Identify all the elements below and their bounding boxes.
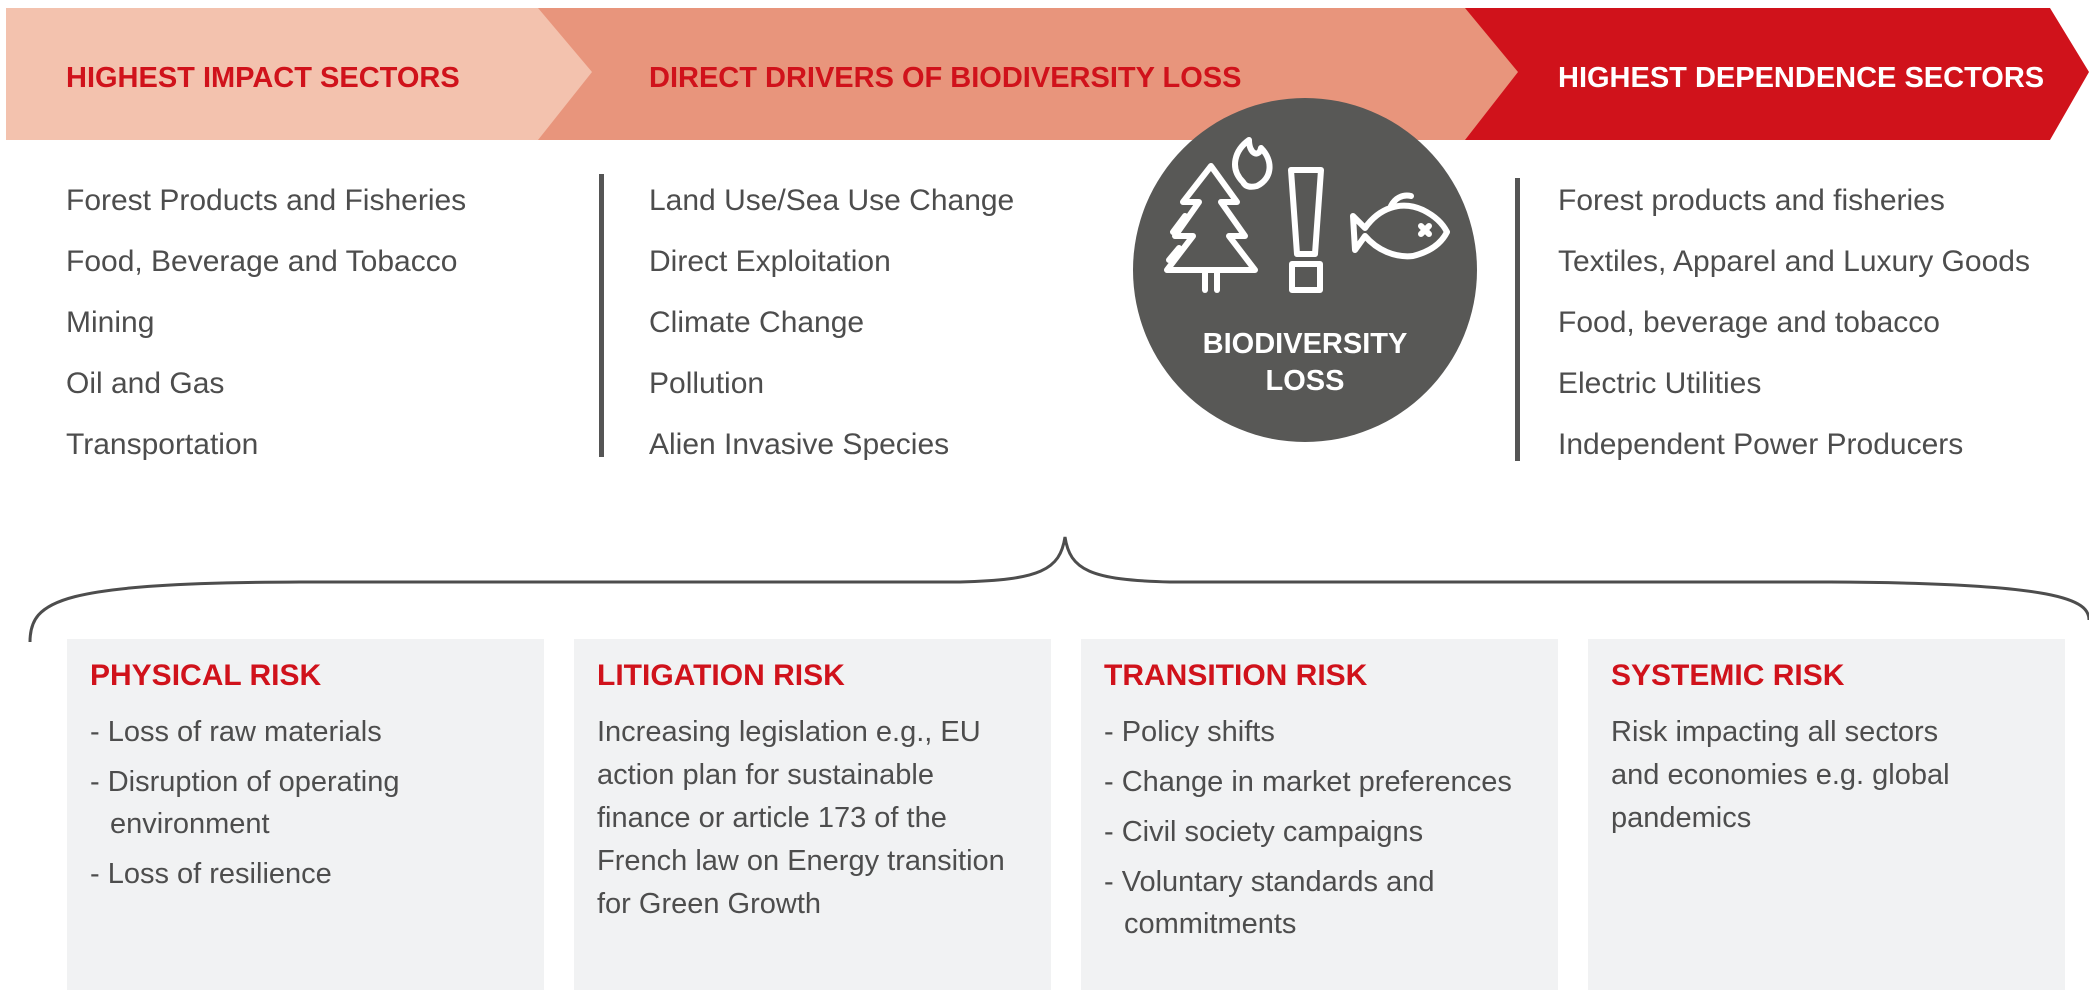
tree-icon xyxy=(1164,163,1258,293)
list-item: Voluntary standards and commitments xyxy=(1104,861,1544,945)
list-item: Civil society campaigns xyxy=(1104,811,1544,853)
list-item: Food, beverage and tobacco xyxy=(1558,306,1940,339)
direct-drivers-list: Land Use/Sea Use Change Direct Exploitat… xyxy=(649,170,1014,475)
list-item: Climate Change xyxy=(649,306,865,339)
curly-brace xyxy=(28,536,2089,643)
direct-drivers-title: DIRECT DRIVERS OF BIODIVERSITY LOSS xyxy=(649,62,1242,94)
fire-icon xyxy=(1232,137,1273,190)
list-item: Transportation xyxy=(66,428,259,461)
column-divider xyxy=(599,174,604,457)
card-title: PHYSICAL RISK xyxy=(90,659,322,692)
card-title: SYSTEMIC RISK xyxy=(1611,659,1845,692)
list-item: Direct Exploitation xyxy=(649,245,891,278)
list-item: Independent Power Producers xyxy=(1558,428,1964,461)
list-item: Mining xyxy=(66,306,155,339)
list-item: Electric Utilities xyxy=(1558,367,1762,400)
impact-sectors-list: Forest Products and Fisheries Food, Beve… xyxy=(66,170,466,475)
list-item: Forest Products and Fisheries xyxy=(66,184,467,217)
list-item: Policy shifts xyxy=(1104,711,1544,753)
card-text: Increasing legislation e.g., EU action p… xyxy=(597,716,1005,920)
card-bullet-list: Loss of raw materials Disruption of oper… xyxy=(90,711,530,903)
card-title: LITIGATION RISK xyxy=(597,659,845,692)
list-item: Food, Beverage and Tobacco xyxy=(66,245,458,278)
dependence-sectors-list: Forest products and fisheries Textiles, … xyxy=(1558,170,2030,475)
list-item: Change in market preferences xyxy=(1104,761,1544,803)
impact-sectors-title: HIGHEST IMPACT SECTORS xyxy=(66,62,460,94)
circle-label-line1: BIODIVERSITY xyxy=(1202,328,1408,360)
banner-segment-impact xyxy=(6,8,592,140)
list-item: Disruption of operating environment xyxy=(90,761,530,845)
physical-risk-card: PHYSICAL RISK Loss of raw materials Disr… xyxy=(67,639,544,990)
list-item: Oil and Gas xyxy=(66,367,225,400)
biodiversity-loss-label: BIODIVERSITY LOSS xyxy=(1133,326,1477,400)
fish-icon xyxy=(1350,192,1450,260)
dependence-sectors-title: HIGHEST DEPENDENCE SECTORS xyxy=(1558,62,2045,94)
systemic-risk-card: SYSTEMIC RISK Risk impacting all sectors… xyxy=(1588,639,2065,990)
card-title: TRANSITION RISK xyxy=(1104,659,1368,692)
biodiversity-loss-circle: BIODIVERSITY LOSS xyxy=(1133,98,1477,442)
banner-segment-dependence xyxy=(1440,8,2089,140)
list-item: Textiles, Apparel and Luxury Goods xyxy=(1558,245,2030,278)
circle-icon-group xyxy=(1164,137,1450,293)
card-bullet-list: Policy shifts Change in market preferenc… xyxy=(1104,711,1544,953)
card-text: Risk impacting all sectors and economies… xyxy=(1611,716,1950,834)
litigation-risk-card: LITIGATION RISK Increasing legislation e… xyxy=(574,639,1051,990)
list-item: Alien Invasive Species xyxy=(649,428,950,461)
exclamation-icon xyxy=(1288,167,1324,293)
circle-label-line2: LOSS xyxy=(1265,365,1345,397)
list-item: Land Use/Sea Use Change xyxy=(649,184,1015,217)
transition-risk-card: TRANSITION RISK Policy shifts Change in … xyxy=(1081,639,1558,990)
list-item: Loss of raw materials xyxy=(90,711,530,753)
list-item: Forest products and fisheries xyxy=(1558,184,1945,217)
list-item: Pollution xyxy=(649,367,765,400)
column-divider xyxy=(1515,178,1520,461)
list-item: Loss of resilience xyxy=(90,853,530,895)
